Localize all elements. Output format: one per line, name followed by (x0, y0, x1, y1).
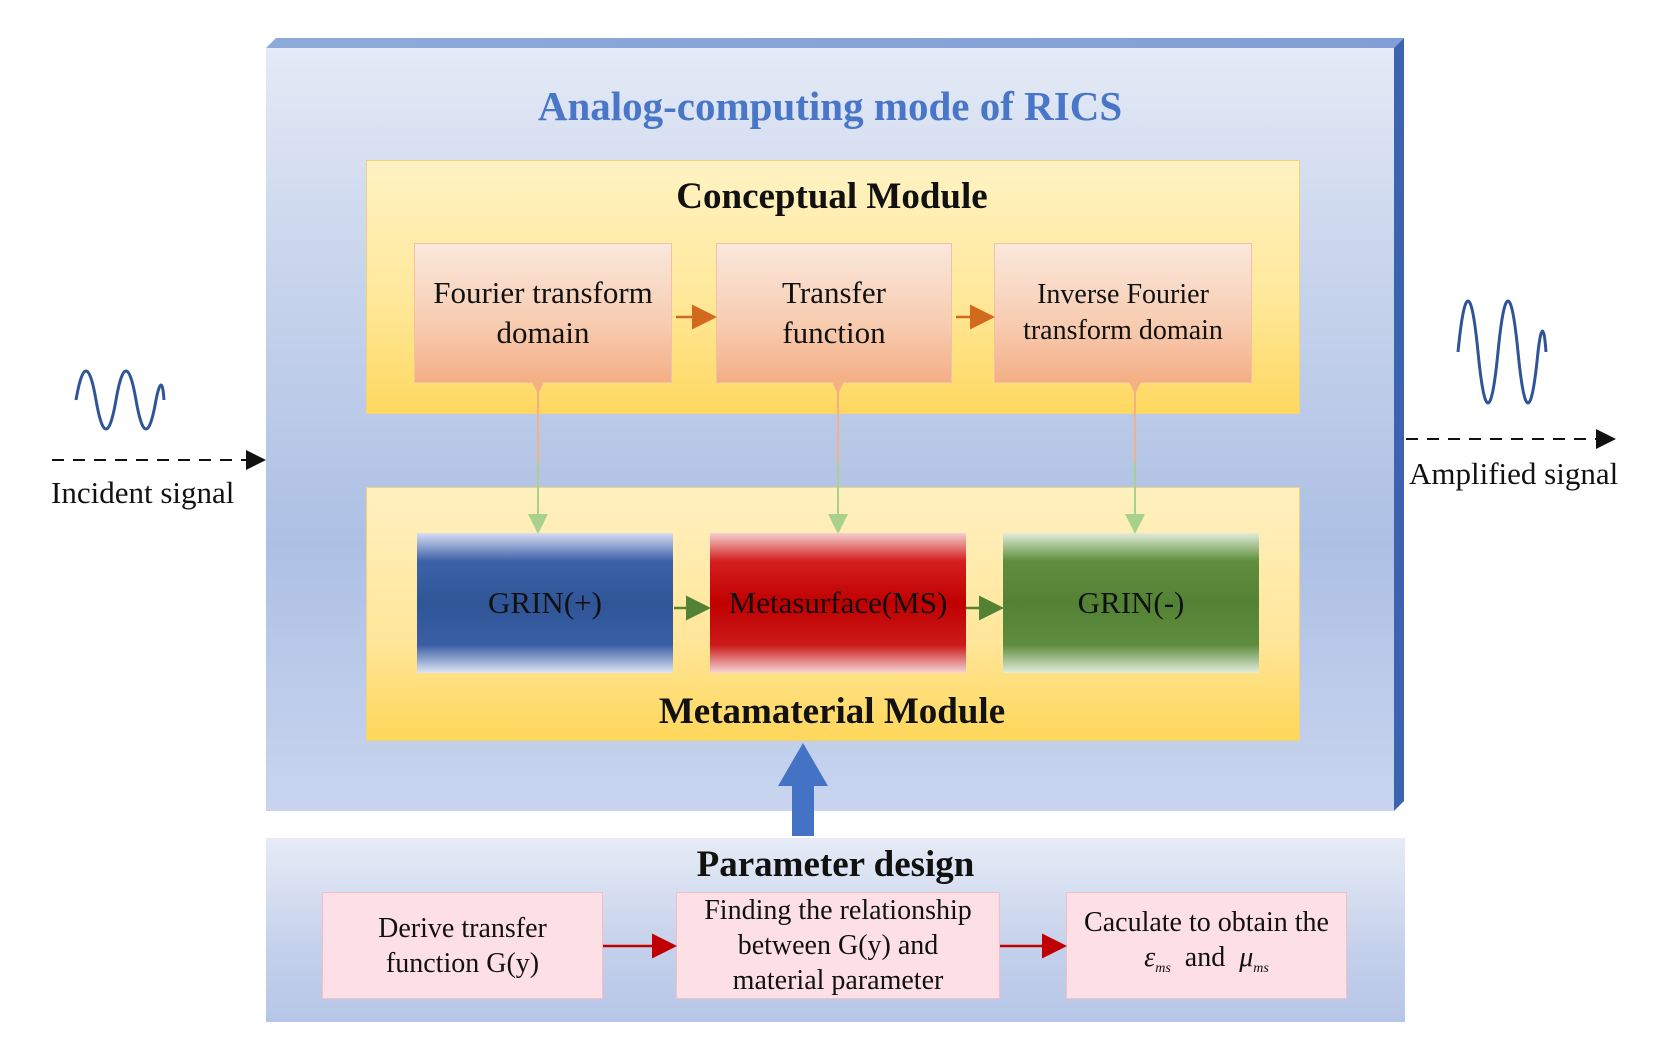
fourier-box-line2: domain (496, 315, 590, 350)
conceptual-module-title: Conceptual Module (676, 176, 988, 217)
grin-plus-box: GRIN(+) (417, 533, 673, 673)
amplified-signal-label: Amplified signal (1409, 456, 1619, 491)
finding-relationship-box: Finding the relationship between G(y) and… (676, 892, 1000, 999)
finding-box-line1: Finding the relationship (704, 895, 972, 926)
parameter-up-arrow (778, 743, 828, 836)
grin-minus-label: GRIN(-) (1077, 585, 1185, 620)
inverse-box-line2: transform domain (1023, 315, 1223, 346)
metasurface-label: Metasurface(MS) (728, 585, 948, 620)
fourier-transform-box: Fourier transform domain (414, 243, 672, 383)
metamaterial-module-title: Metamaterial Module (658, 691, 1006, 732)
panel-side-edge (1394, 38, 1404, 811)
fourier-box-line1: Fourier transform (433, 275, 653, 310)
parameter-design-title: Parameter design (696, 844, 975, 885)
epsilon-subscript: ms (1155, 961, 1171, 976)
finding-box-line2: between G(y) and (737, 930, 939, 961)
grin-plus-label: GRIN(+) (488, 585, 602, 620)
amplified-wave (1456, 299, 1548, 405)
transfer-box-line1: Transfer (782, 275, 886, 310)
epsilon-symbol: ε (1144, 942, 1156, 973)
derive-box-line2: function G(y) (385, 947, 540, 979)
panel-top-edge (266, 38, 1404, 48)
mu-subscript: ms (1253, 961, 1269, 976)
finding-box-line3: material parameter (732, 965, 944, 996)
diagram-title: Analog-computing mode of RICS (537, 83, 1123, 129)
derive-box-line1: Derive transfer (378, 912, 547, 944)
grin-minus-box: GRIN(-) (1003, 533, 1259, 673)
calculate-parameters-box: Caculate to obtain the εms and μms (1066, 892, 1347, 999)
incident-wave (74, 369, 166, 431)
transfer-function-box: Transfer function (716, 243, 952, 383)
mu-symbol: μ (1239, 942, 1254, 973)
calculate-box-line1: Caculate to obtain the (1084, 907, 1329, 938)
inverse-box-line1: Inverse Fourier (1037, 279, 1209, 310)
and-word: and (1184, 942, 1226, 973)
metasurface-box: Metasurface(MS) (710, 533, 966, 673)
transfer-box-line2: function (782, 315, 886, 350)
incident-signal-label: Incident signal (51, 475, 235, 510)
